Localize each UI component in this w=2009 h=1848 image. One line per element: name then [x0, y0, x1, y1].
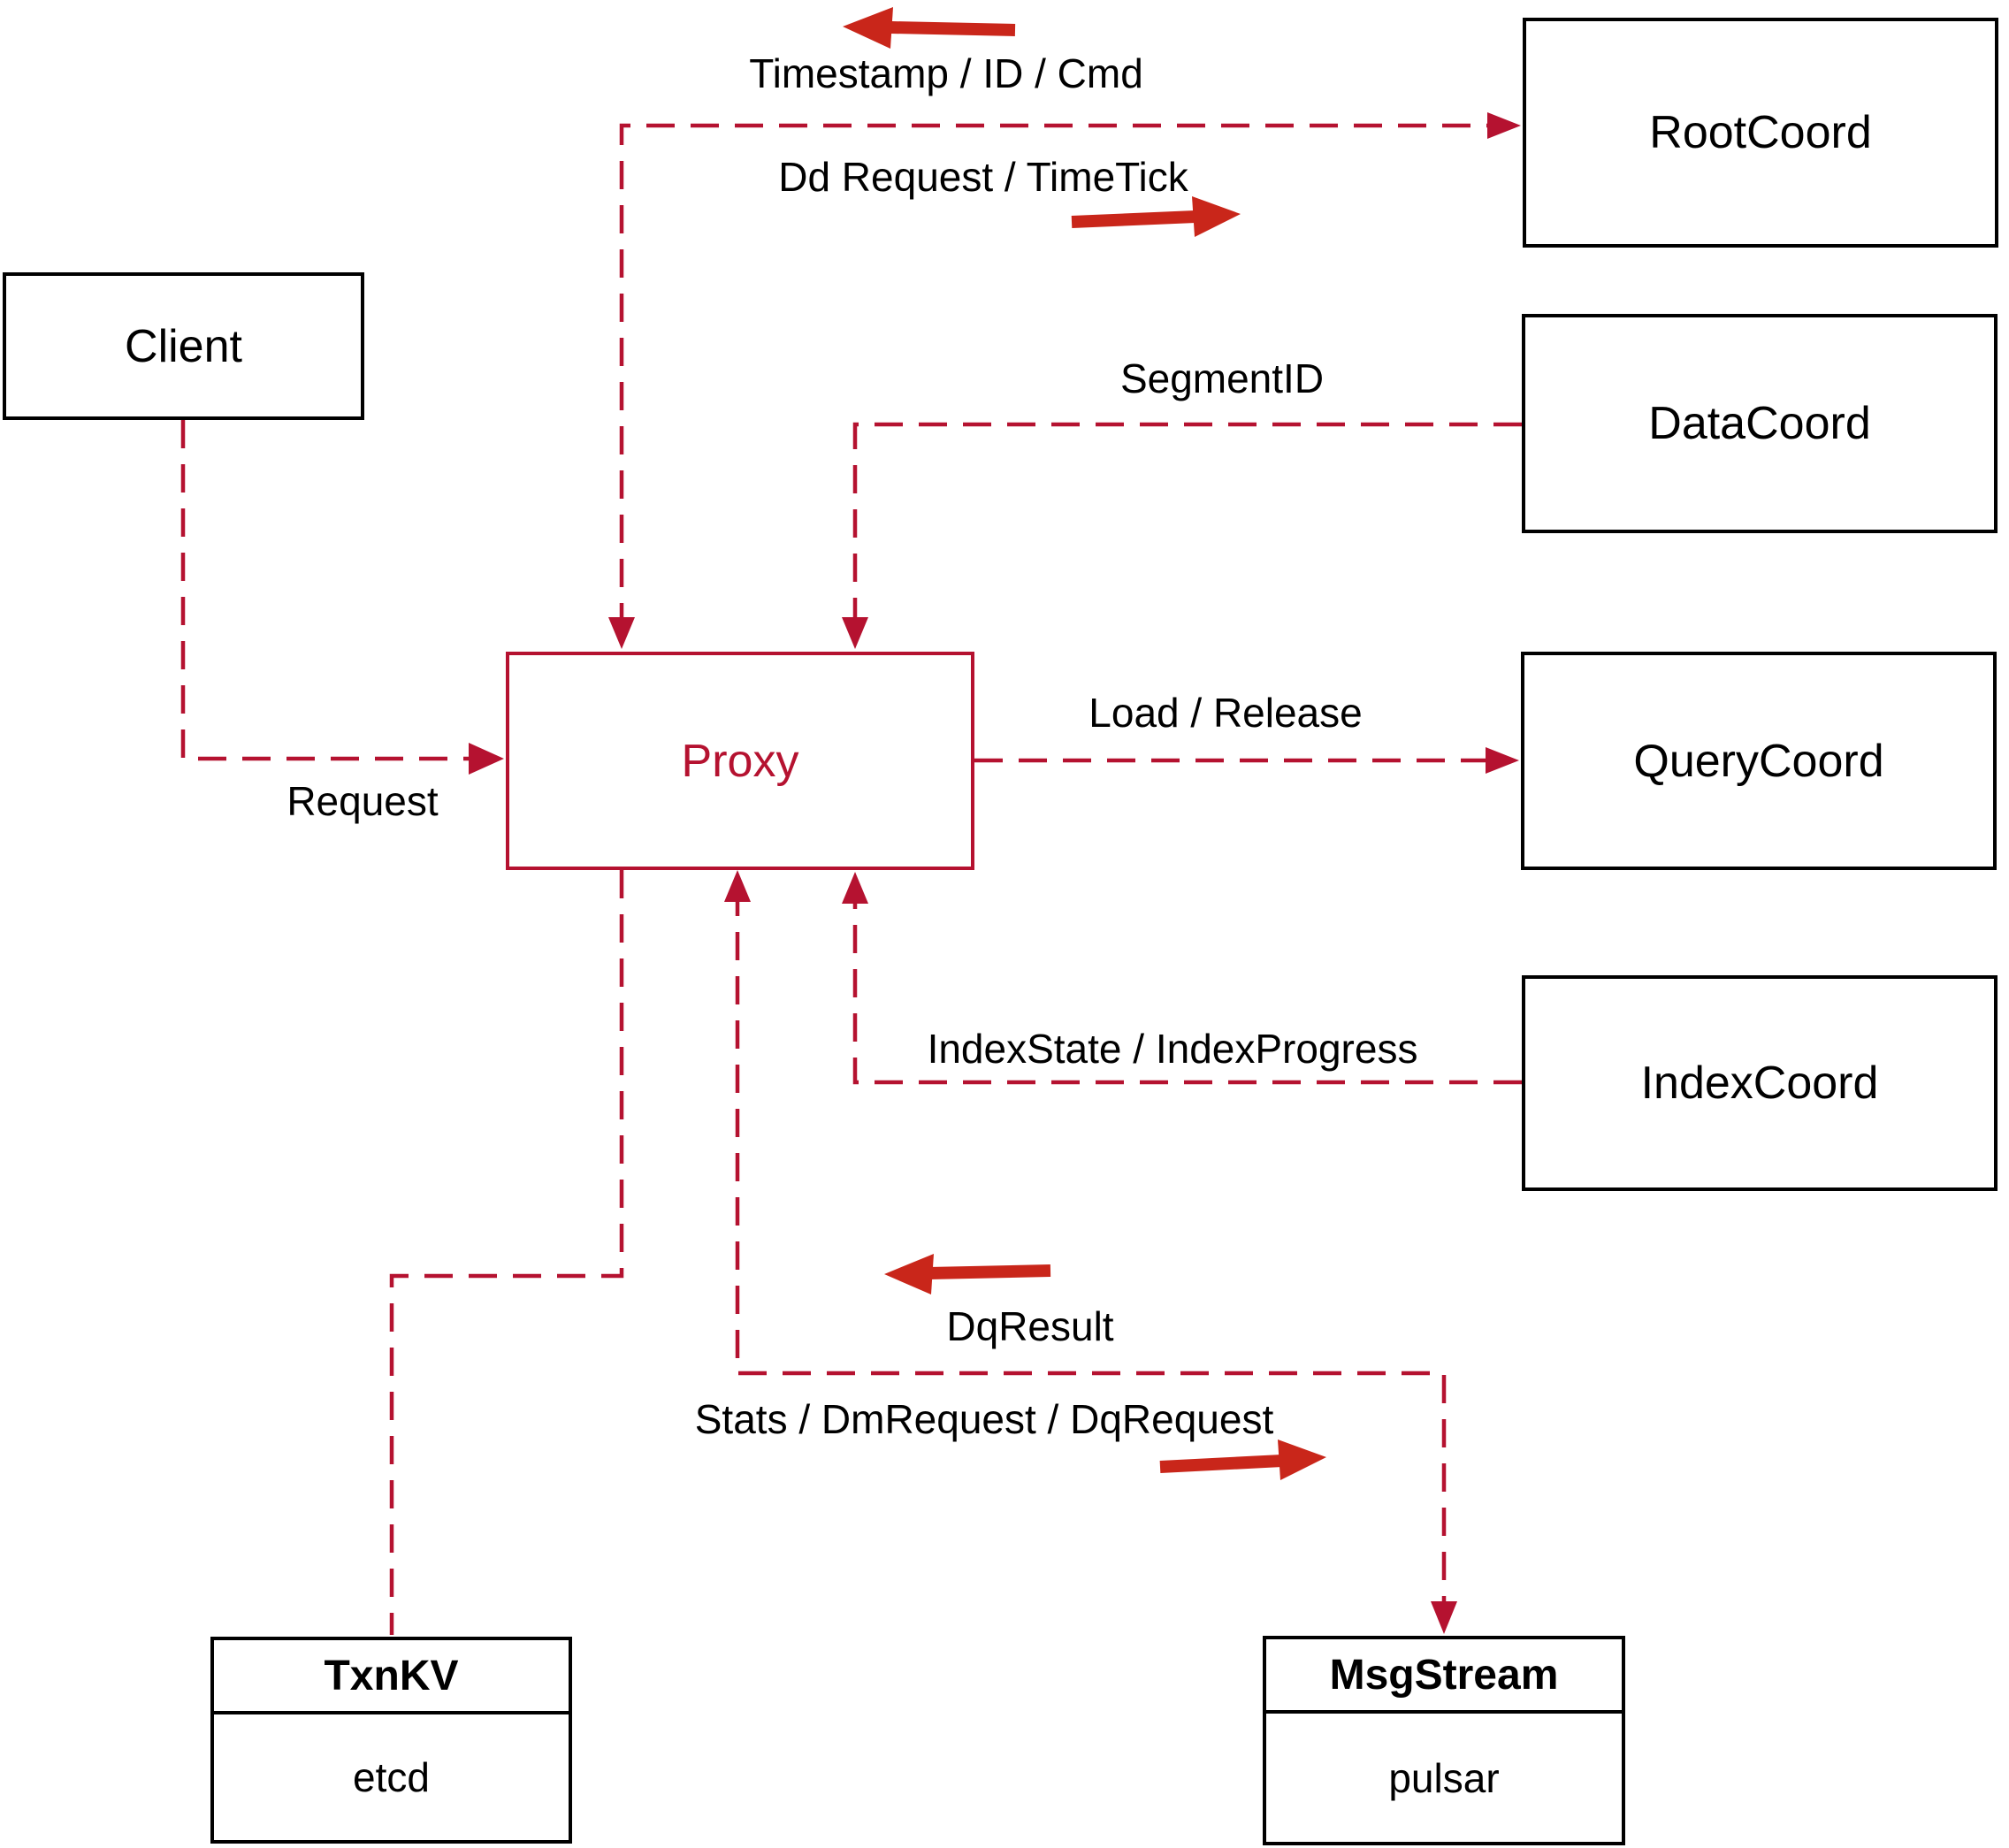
- client-node: Client: [3, 272, 364, 420]
- txnkv-node-subtitle: etcd: [353, 1754, 430, 1800]
- rootcoord-node-label: RootCoord: [1649, 107, 1872, 158]
- dq-result-direction-left-arrow-icon: [884, 1254, 1051, 1294]
- proxy-rootcoord-connector: [619, 123, 1501, 631]
- client-node-label: Client: [125, 320, 242, 372]
- arrowhead-into-msgstream-icon: [1431, 1601, 1457, 1634]
- edge-label-index-state: IndexState / IndexProgress: [927, 1026, 1418, 1072]
- arrowhead-into-querycoord-icon: [1486, 747, 1519, 774]
- client-proxy-connector: [180, 420, 472, 761]
- edge-label-stats: Stats / DmRequest / DqRequest: [694, 1396, 1274, 1442]
- edge-label-timestamp: Timestamp / ID / Cmd: [749, 50, 1143, 96]
- arrowhead-into-rootcoord-icon: [1487, 112, 1521, 139]
- datacoord-node-label: DataCoord: [1648, 398, 1871, 449]
- indexcoord-proxy-connector: [852, 890, 1522, 1085]
- indexcoord-node-label: IndexCoord: [1640, 1058, 1879, 1109]
- arrowhead-into-proxy-top-left-icon: [608, 617, 635, 649]
- txnkv-node-title: TxnKV: [214, 1640, 569, 1714]
- arrowhead-into-proxy-bottom-left-icon: [724, 870, 751, 902]
- edge-label-dd-request: Dd Request / TimeTick: [778, 154, 1188, 200]
- proxy-txnkv-connector: [389, 870, 624, 1635]
- arrowhead-into-proxy-left-icon: [469, 743, 504, 775]
- msgstream-node-title: MsgStream: [1266, 1639, 1622, 1714]
- msgstream-node-subtitle: pulsar: [1388, 1754, 1500, 1801]
- proxy-msgstream-connector: [735, 888, 1447, 1616]
- rootcoord-node: RootCoord: [1523, 18, 1998, 248]
- edge-label-dq-result: DqResult: [946, 1303, 1114, 1349]
- datacoord-proxy-connector: [852, 422, 1522, 631]
- arrowhead-into-proxy-top-right-icon: [842, 617, 868, 649]
- proxy-node-label: Proxy: [681, 735, 799, 787]
- stats-direction-right-arrow-icon: [1159, 1439, 1326, 1480]
- txnkv-node: TxnKV etcd: [210, 1637, 572, 1844]
- querycoord-node-label: QueryCoord: [1633, 735, 1884, 787]
- arrowhead-into-proxy-bottom-right-icon: [842, 872, 868, 904]
- timestamp-direction-left-arrow-icon: [843, 7, 1016, 49]
- edge-label-request: Request: [286, 778, 439, 824]
- indexcoord-node: IndexCoord: [1522, 975, 1998, 1191]
- querycoord-node: QueryCoord: [1521, 652, 1997, 870]
- dd-request-direction-right-arrow-icon: [1071, 196, 1241, 237]
- datacoord-node: DataCoord: [1522, 314, 1998, 533]
- edge-label-load-release: Load / Release: [1089, 690, 1363, 736]
- msgstream-node: MsgStream pulsar: [1263, 1636, 1625, 1845]
- edge-label-segment-id: SegmentID: [1119, 355, 1325, 401]
- proxy-node: Proxy: [506, 652, 974, 870]
